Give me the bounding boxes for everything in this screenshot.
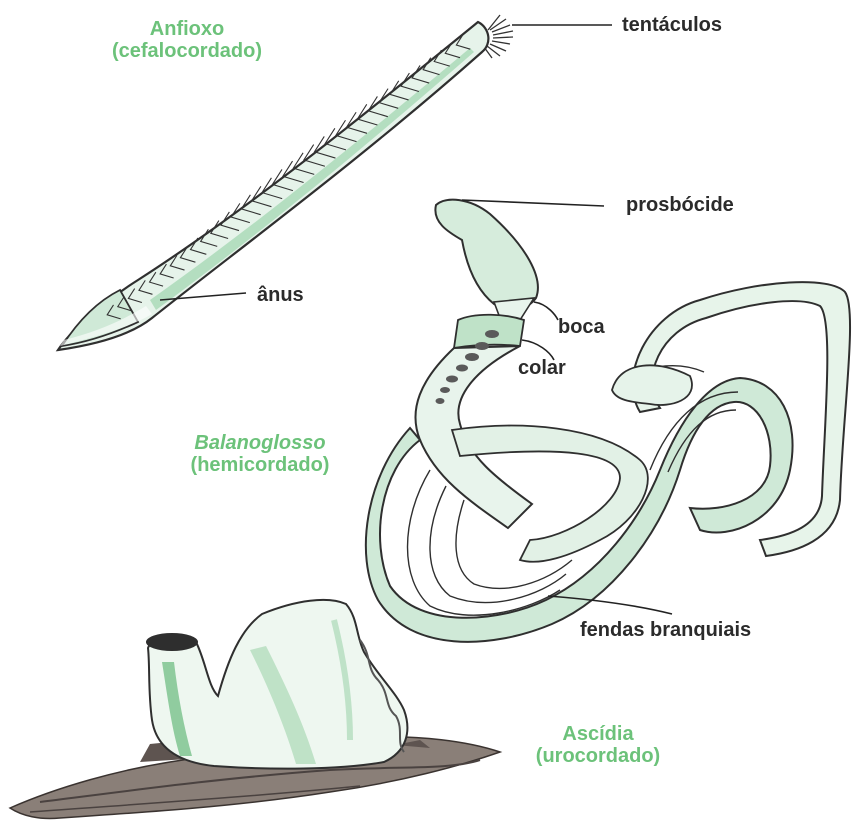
amphioxus-name: Anfioxo bbox=[62, 18, 312, 40]
anus-label: ânus bbox=[257, 284, 304, 306]
proboscis-leader-line bbox=[462, 200, 604, 206]
amphioxus-group: (cefalocordado) bbox=[62, 40, 312, 62]
gill-slits-label: fendas branquiais bbox=[580, 619, 751, 641]
proboscis-label: prosbócide bbox=[626, 194, 734, 216]
collar-label: colar bbox=[518, 357, 566, 379]
ascidian-name: Ascídia bbox=[478, 723, 718, 745]
balanoglossus-group: (hemicordado) bbox=[142, 454, 378, 476]
balanoglossus-illustration bbox=[366, 200, 850, 642]
mouth-leader-line bbox=[534, 302, 558, 320]
ascidian-title: Ascídia (urocordado) bbox=[478, 723, 718, 767]
balanoglossus-name: Balanoglosso bbox=[142, 432, 378, 454]
balanoglossus-proboscis bbox=[435, 200, 538, 309]
tentacles-label: tentáculos bbox=[622, 14, 722, 36]
amphioxus-title: Anfioxo (cefalocordado) bbox=[62, 18, 312, 62]
balanoglossus-title: Balanoglosso (hemicordado) bbox=[142, 432, 378, 476]
ascidian-group: (urocordado) bbox=[478, 745, 718, 767]
mouth-label: boca bbox=[558, 316, 605, 338]
ascidian-siphon bbox=[146, 633, 198, 651]
